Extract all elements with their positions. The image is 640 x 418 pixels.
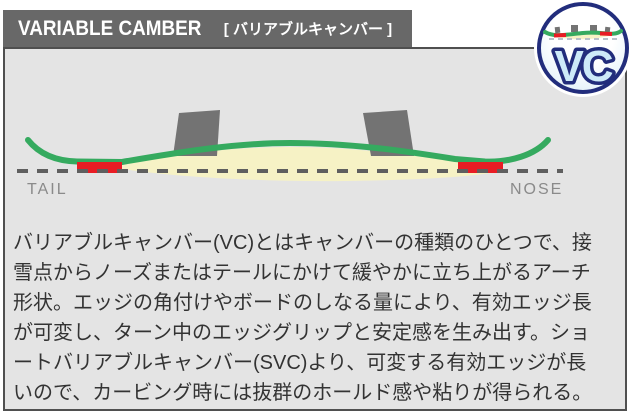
description-line: 形状。エッジの角付けやボードのしなる量により、有効エッジ長 <box>13 292 592 314</box>
vc-badge: VC <box>537 2 629 94</box>
vc-badge-text: VC <box>554 42 612 90</box>
mini-binding <box>590 25 597 32</box>
mini-contact-nose <box>599 31 613 36</box>
binding-left <box>173 110 220 156</box>
nose-label: NOSE <box>510 181 564 198</box>
mini-contact-tail <box>553 33 567 38</box>
description-line: バリアブルキャンバー(VC)とはキャンバーの種類のひとつで、接 <box>13 232 592 254</box>
mini-binding <box>571 25 578 32</box>
description-line: 雪点からノーズまたはテールにかけて緩やかに立ち上がるアーチ <box>13 262 591 284</box>
section-title: VARIABLE CAMBER <box>18 16 202 40</box>
mini-board-profile <box>543 29 623 38</box>
section-subtitle-japanese: [ バリアブルキャンバー ] <box>223 21 393 38</box>
description-line: が可変し、ターン中のエッジグリップと安定感を生み出す。ショ <box>13 322 590 344</box>
description-text: バリアブルキャンバー(VC)とはキャンバーの種類のひとつで、接 雪点からノーズま… <box>13 228 625 408</box>
vc-badge-graphic: VC <box>543 25 623 90</box>
binding-right <box>363 110 414 156</box>
tail-label: TAIL <box>27 181 68 198</box>
contact-zone-tail <box>77 162 122 173</box>
description-line: いので、カービング時には抜群のホールド感や粘りが得られる。 <box>13 382 593 404</box>
mini-binding <box>554 26 561 34</box>
board-profile-curve <box>25 137 551 166</box>
camber-profile-diagram <box>17 110 563 182</box>
section-header: VARIABLE CAMBER [ バリアブルキャンバー ] <box>3 10 412 47</box>
description-line: ートバリアブルキャンバー(SVC)より、可変する有効エッジが長 <box>13 352 587 374</box>
contact-zone-nose <box>458 162 503 173</box>
content-panel <box>3 47 627 411</box>
